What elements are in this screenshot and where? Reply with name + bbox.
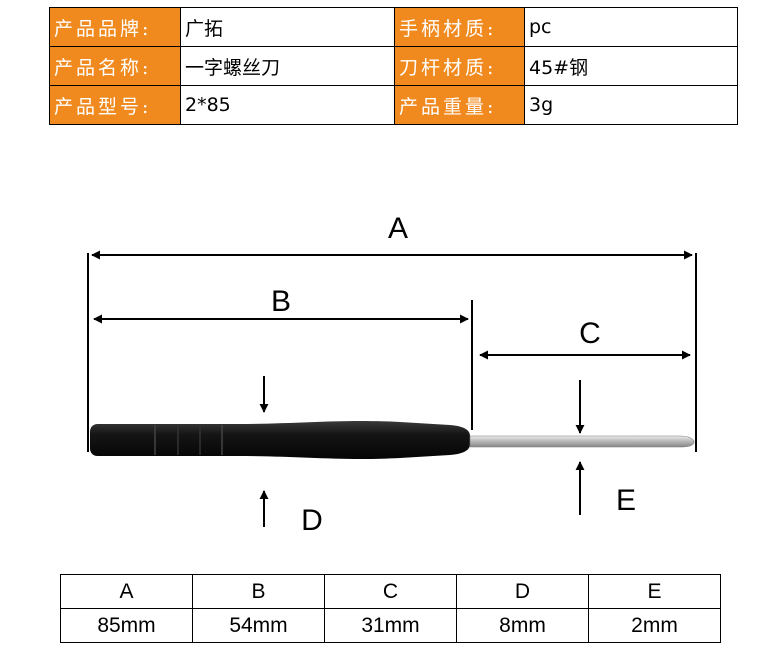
spec-value-handle-material: pc [524, 7, 738, 47]
dimension-table: A B C D E 85mm 54mm 31mm 8mm 2mm [60, 574, 721, 643]
screwdriver-shaft [469, 435, 695, 448]
spec-key-weight: 产品重量: [394, 85, 525, 125]
dimension-value-b: 54mm [192, 608, 325, 643]
dimension-header-a: A [60, 574, 193, 609]
spec-value-weight: 3g [524, 85, 738, 125]
dimension-value-a: 85mm [60, 608, 193, 643]
dimension-value-d: 8mm [456, 608, 589, 643]
dimension-d-label: D [301, 504, 323, 537]
spec-value-name: 一字螺丝刀 [180, 46, 395, 86]
dimension-value-c: 31mm [324, 608, 457, 643]
spec-row: 产品型号: 2*85 产品重量: 3g [49, 85, 738, 125]
dimension-value-e: 2mm [588, 608, 721, 643]
dimension-c-label: C [579, 317, 601, 350]
screwdriver-handle [90, 421, 470, 459]
spec-key-shaft-material: 刀杆材质: [394, 46, 525, 86]
dimension-header-c: C [324, 574, 457, 609]
dimension-b-label: B [271, 285, 291, 318]
spec-key-name: 产品名称: [49, 46, 181, 86]
dimension-value-row: 85mm 54mm 31mm 8mm 2mm [60, 608, 721, 643]
spec-row: 产品名称: 一字螺丝刀 刀杆材质: 45#钢 [49, 46, 738, 86]
spec-value-shaft-material: 45#钢 [524, 46, 738, 86]
dimension-header-b: B [192, 574, 325, 609]
dimension-header-row: A B C D E [60, 574, 721, 609]
spec-key-brand: 产品品牌: [49, 7, 181, 47]
spec-value-model: 2*85 [180, 85, 395, 125]
dimension-e-label: E [616, 484, 636, 517]
spec-key-model: 产品型号: [49, 85, 181, 125]
spec-table: 产品品牌: 广拓 手柄材质: pc 产品名称: 一字螺丝刀 刀杆材质: 45#钢… [49, 7, 738, 125]
dimension-a-label: A [388, 212, 408, 245]
dimension-header-e: E [588, 574, 721, 609]
spec-row: 产品品牌: 广拓 手柄材质: pc [49, 7, 738, 47]
dimension-header-d: D [456, 574, 589, 609]
